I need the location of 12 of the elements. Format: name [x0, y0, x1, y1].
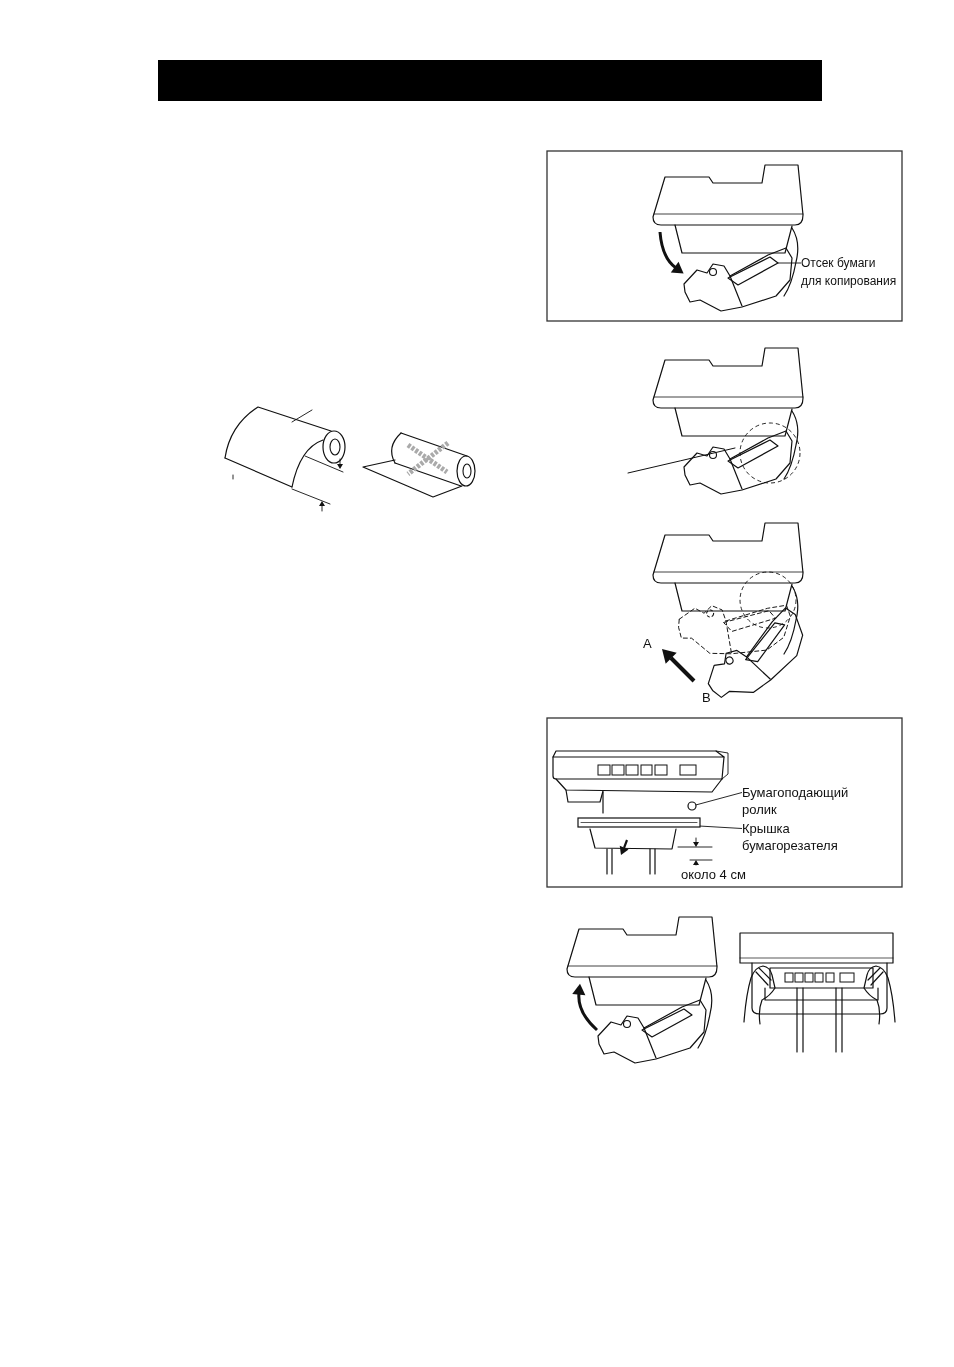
callout-label: Крышка бумагорезателя	[742, 820, 839, 854]
leader-line	[777, 262, 802, 264]
leader-line	[695, 792, 743, 806]
roller	[687, 801, 697, 811]
dimension-label: около 4 см	[681, 867, 746, 882]
position-label: A	[643, 636, 652, 651]
callout-label: Отсек бумаги для копирования	[801, 254, 898, 290]
leader-line	[699, 825, 743, 829]
paper-compartment	[727, 256, 779, 286]
position-label: B	[702, 690, 711, 705]
callout-label: Бумагоподающий ролик	[742, 784, 850, 818]
cutter-cover	[577, 817, 701, 828]
